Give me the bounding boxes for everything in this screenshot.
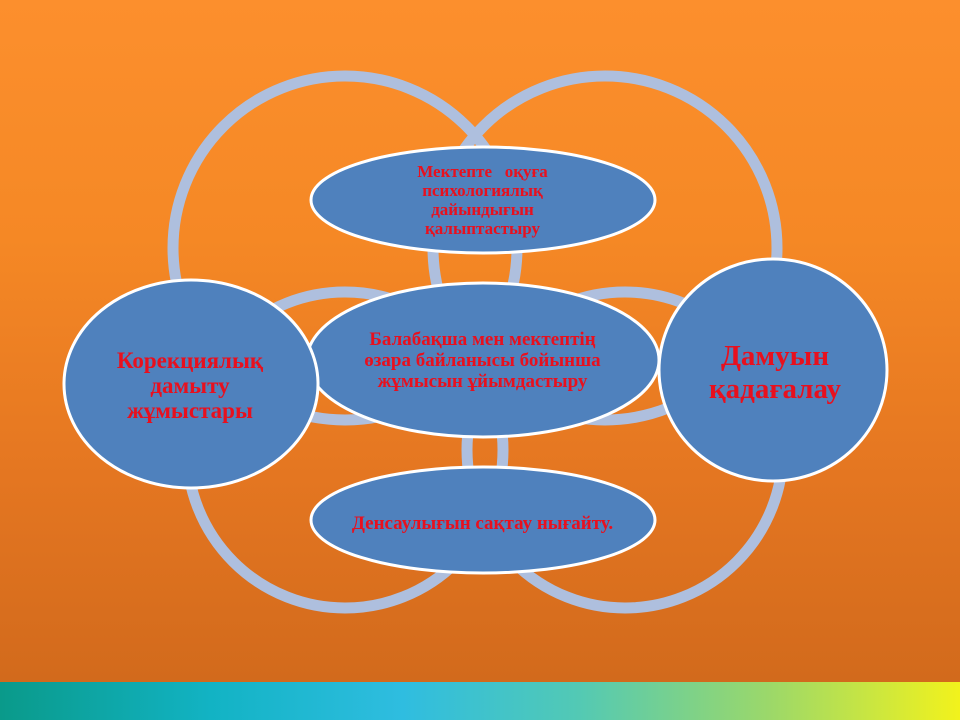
node-bottom-ellipse bbox=[309, 465, 657, 575]
node-top-label: Мектепте оқуға психологиялық дайындығын … bbox=[417, 162, 552, 238]
node-bottom-label: Денсаулығын сақтау нығайту. bbox=[351, 512, 614, 534]
node-center-label: Балабақша мен мектептің өзара байланысы … bbox=[364, 328, 601, 392]
node-left-label: Корекциялық дамыту жұмыстары bbox=[116, 347, 264, 423]
node-left-ellipse bbox=[62, 278, 320, 490]
node-top-ellipse bbox=[309, 145, 657, 255]
node-right-ellipse bbox=[657, 257, 889, 483]
node-right-label: Дамуын қадағалау bbox=[708, 340, 842, 405]
cycle-diagram bbox=[62, 70, 889, 614]
bottom-gradient-band bbox=[0, 682, 960, 720]
